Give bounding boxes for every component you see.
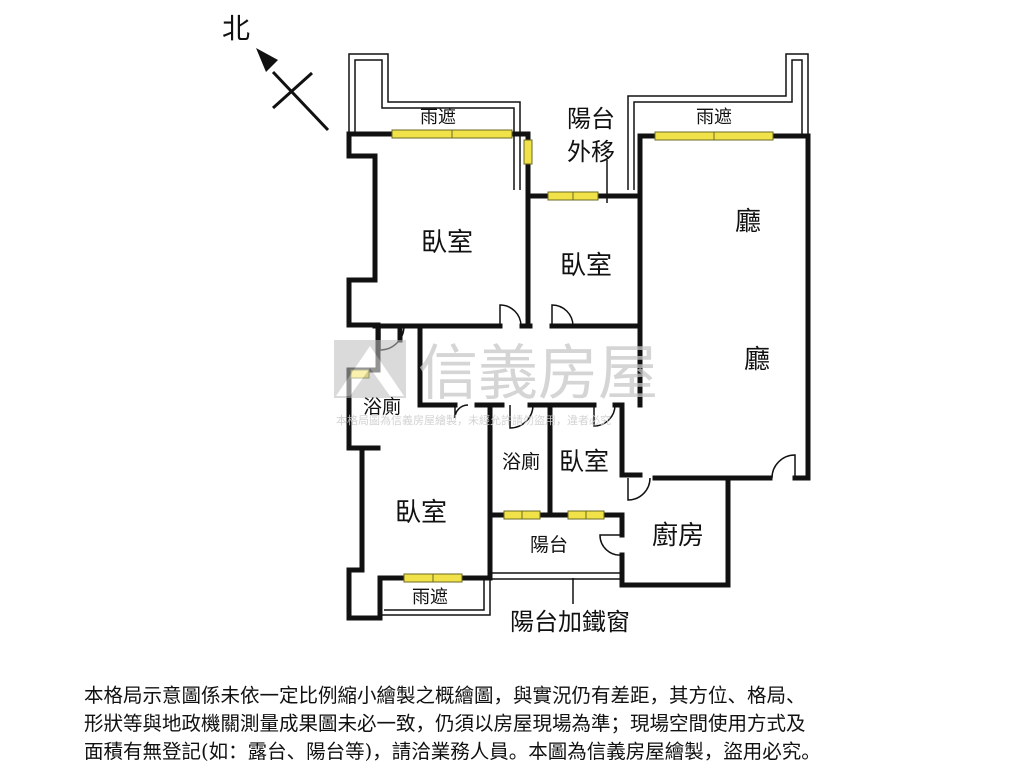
disclaimer-line-1: 本格局示意圖係未依一定比例縮小繪製之概繪圖，與實況仍有差距，其方位、格局、 [84, 684, 806, 707]
door-bedroom-nw[interactable] [499, 304, 522, 327]
room-bedroom-sw: 臥室 [395, 498, 447, 528]
disclaimer-line-3: 面積有無登記(如：露台、陽台等)，請洽業務人員。本圖為信義房屋繪製，盜用必究。 [84, 740, 821, 763]
door-bedroom-center[interactable] [593, 404, 616, 427]
annotations: 雨遮 雨遮 雨遮 陽台 外移 陽台加鐵窗 [412, 105, 732, 636]
room-balcony-south: 陽台 [530, 534, 568, 556]
room-living-mid: 廳 [744, 345, 770, 375]
canopy-ne-outline [627, 53, 809, 190]
canopy-outlines [348, 53, 809, 616]
door-bedroom-small[interactable] [551, 304, 574, 327]
door-kitchen[interactable] [627, 477, 651, 501]
compass: 北 [222, 12, 330, 132]
room-bath-center: 浴廁 [502, 450, 540, 473]
wall-living-outer [637, 133, 811, 481]
disclaimer: 本格局示意圖係未依一定比例縮小繪製之概繪圖，與實況仍有差距，其方位、格局、 形狀… [84, 682, 964, 766]
watermark-notice: 本格局圖為信義房屋繪製，未經允許請勿盜用，違者必究 [336, 413, 611, 427]
room-bedroom-center: 臥室 [559, 447, 609, 476]
door-living-south[interactable] [771, 454, 796, 479]
watermark-brand: 信義房屋 [418, 339, 658, 409]
canopy-south-outline-inner [384, 578, 485, 611]
room-bath-west: 浴廁 [363, 395, 401, 418]
doors [379, 304, 796, 556]
label-balcony-iron-window: 陽台加鐵窗 [510, 608, 630, 636]
disclaimer-line-2: 形狀等與地政機關測量成果圖未必一致，仍須以房屋現場為準；現場空間使用方式及 [84, 712, 806, 735]
door-bath-center[interactable] [509, 404, 534, 429]
label-balcony-moved-1: 陽台 [567, 105, 615, 133]
room-bedroom-north-small: 臥室 [560, 251, 612, 281]
wall-kitchen-east-south [619, 475, 731, 588]
compass-cross [271, 71, 314, 110]
wall-bedroom-sw-east-south [377, 402, 493, 581]
canopy-ne-outline-inner [633, 59, 803, 190]
north-label: 北 [222, 12, 250, 45]
room-living-top: 廳 [735, 207, 761, 237]
canopy-nw-outline-inner [354, 59, 515, 190]
wall-corridor-south-c [612, 402, 625, 478]
label-balcony-moved-2: 外移 [567, 138, 615, 166]
room-bedroom-nw: 臥室 [421, 228, 473, 258]
label-canopy-south: 雨遮 [412, 587, 448, 608]
wall-bath-west-east [417, 323, 458, 408]
canopy-nw-outline [348, 53, 521, 190]
door-balcony[interactable] [599, 534, 623, 556]
floor-plan: 北 [222, 12, 811, 636]
window-nw-side [523, 139, 533, 165]
label-canopy-nw: 雨遮 [420, 107, 456, 128]
door-corridor-a[interactable] [454, 404, 469, 419]
label-canopy-ne: 雨遮 [696, 107, 732, 128]
watermark-logo [334, 340, 406, 398]
watermark: 信義房屋 本格局圖為信義房屋繪製，未經允許請勿盜用，違者必究 [334, 339, 658, 427]
compass-arrow-head [256, 48, 278, 72]
room-labels: 臥室 臥室 廳 廳 浴廁 臥室 浴廁 臥室 廚房 陽台 [363, 207, 770, 556]
canopy-south-outline [380, 578, 491, 616]
compass-arrow-shaft [271, 70, 330, 132]
windows [350, 129, 774, 583]
room-kitchen: 廚房 [652, 521, 704, 551]
